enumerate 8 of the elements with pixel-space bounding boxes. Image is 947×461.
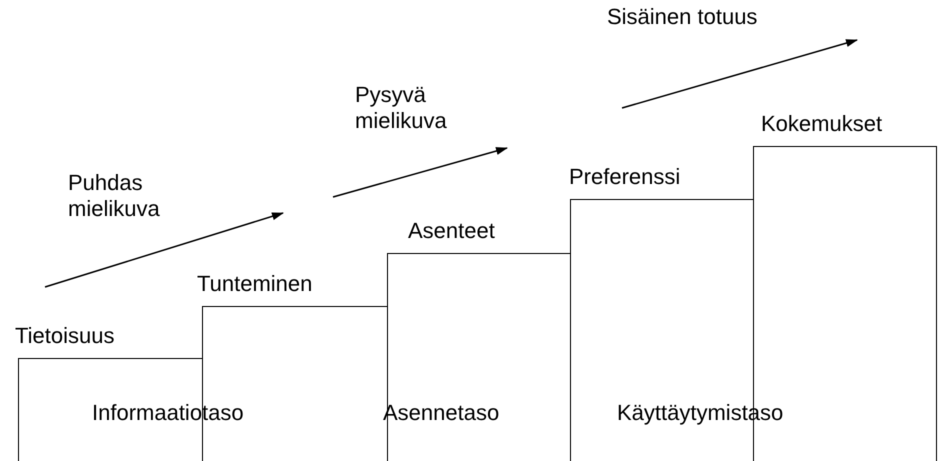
arrow-label: Pysyvä mielikuva (355, 82, 448, 134)
step-heading: Tunteminen (197, 271, 312, 297)
step-heading: Kokemukset (761, 111, 882, 137)
step-heading: Tietoisuus (15, 323, 114, 349)
arrow-label: Puhdas mielikuva (68, 170, 161, 222)
step-heading: Asenteet (408, 218, 495, 244)
step-heading: Preferenssi (569, 164, 680, 190)
arrow-label: Sisäinen totuus (607, 4, 758, 30)
